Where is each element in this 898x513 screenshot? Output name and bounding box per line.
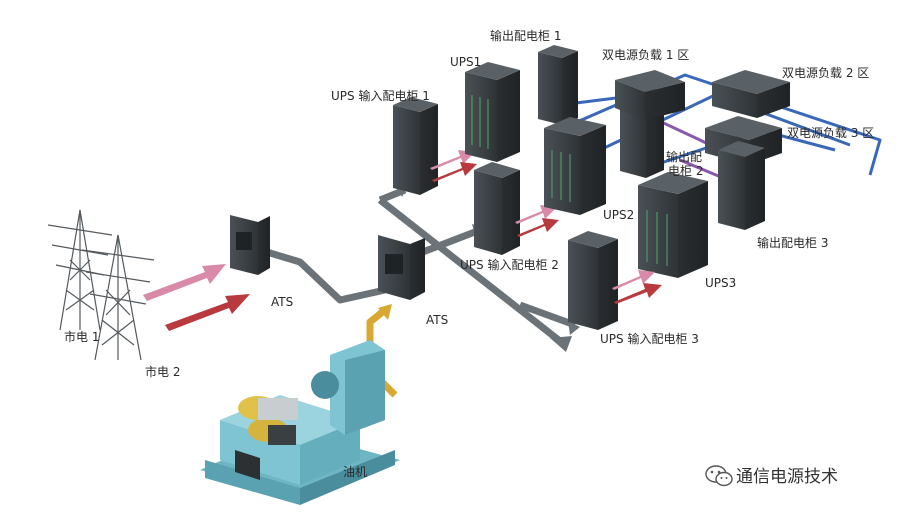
label-ats-2: ATS: [426, 313, 449, 327]
label-ups-input-3: UPS 输入配电柜 3: [600, 332, 699, 346]
label-ups1: UPS1: [450, 55, 482, 69]
bus-ats2-main: [413, 226, 482, 259]
label-load-1: 双电源负载 1 区: [602, 48, 690, 62]
watermark-text: 通信电源技术: [736, 466, 838, 487]
tower-1: [47, 209, 113, 331]
bus-arrow-cab3: [568, 321, 580, 335]
label-ats-1: ATS: [271, 295, 294, 309]
cab3-in-arrow-1: [612, 270, 655, 290]
diesel-generator: [200, 340, 400, 505]
ups2-cabinet: [544, 117, 606, 215]
output-cabinet-1: [538, 45, 578, 125]
ups-input-cabinet-3: [568, 231, 618, 330]
label-output-1: 输出配电柜 1: [490, 29, 562, 43]
generator-feed-arrow: [378, 304, 392, 320]
watermark: 通信电源技术: [700, 460, 838, 488]
ups-input-cabinet-2: [474, 162, 520, 255]
bus-to-cab3: [518, 301, 577, 329]
label-ups-input-1: UPS 输入配电柜 1: [331, 89, 430, 103]
cab2-in-arrow-1: [515, 205, 557, 224]
label-output-2-line1: 输出配: [666, 150, 703, 164]
ats-box-1: [230, 215, 270, 275]
label-grid-2: 市电 2: [145, 365, 181, 379]
label-output-3: 输出配电柜 3: [757, 236, 829, 250]
label-load-2: 双电源负载 2 区: [782, 66, 870, 80]
cab3-in-arrow-2: [614, 283, 662, 304]
label-output-2-line2: 电柜 2: [668, 164, 704, 178]
wechat-icon: [705, 465, 733, 487]
ups-input-cabinet-1: [393, 97, 438, 195]
label-ups3: UPS3: [705, 276, 737, 290]
load-zone-2: [712, 70, 790, 118]
label-load-3: 双电源负载 3 区: [787, 126, 875, 140]
transmission-towers: [47, 209, 155, 361]
bus-diagonal: [377, 197, 568, 348]
grid2-arrow: [165, 294, 250, 331]
label-ups-input-2: UPS 输入配电柜 2: [460, 258, 559, 272]
tower-2: [81, 234, 155, 361]
label-grid-1: 市电 1: [64, 330, 100, 344]
bus-arrow-end: [550, 336, 572, 352]
label-generator: 油机: [343, 465, 368, 479]
label-ups2: UPS2: [603, 208, 635, 222]
cab1-in-arrow-1: [430, 150, 475, 170]
ats-box-2: [378, 235, 425, 300]
ups1-cabinet: [465, 62, 520, 162]
grid1-arrow: [143, 264, 226, 301]
output-cabinet-3: [718, 141, 765, 230]
cab2-in-arrow-2: [517, 218, 559, 237]
ups3-cabinet: [638, 172, 708, 278]
cab1-in-arrow-2: [432, 162, 477, 182]
load-zone-1: [615, 70, 685, 120]
bus-ats1-ats2: [258, 246, 386, 304]
